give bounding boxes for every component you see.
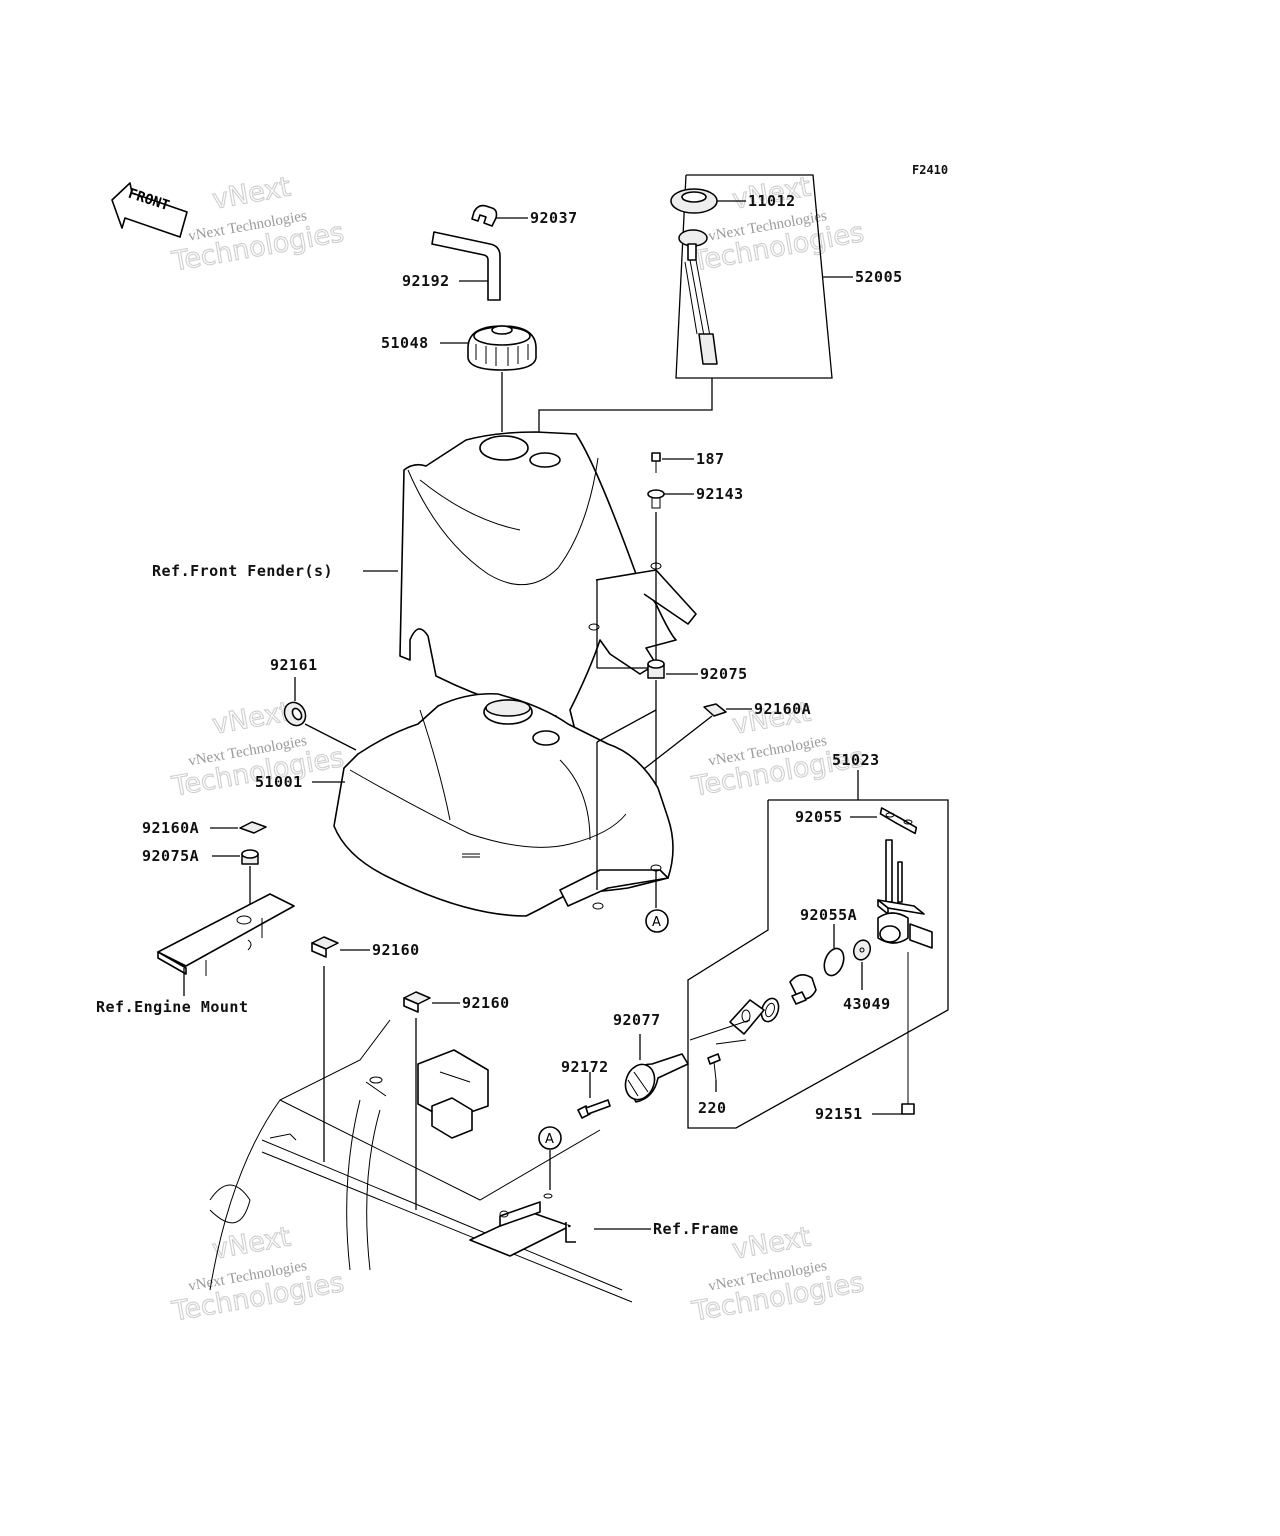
svg-text:vNext: vNext [210, 697, 293, 741]
callout-92172: 92172 [561, 1058, 609, 1076]
callout-92077: 92077 [613, 1011, 661, 1029]
o-ring-92055A [823, 947, 845, 977]
callout-51023: 51023 [832, 751, 880, 769]
callout-92160A-top: 92160A [754, 700, 811, 718]
plate [729, 999, 765, 1035]
pad-92160A-top [703, 703, 727, 717]
fuel-cap-51048 [467, 325, 537, 371]
pad-92160-b [403, 991, 431, 1013]
callout-ref-front-fender: Ref.Front Fender(s) [152, 562, 333, 580]
svg-text:vNext: vNext [730, 1222, 813, 1266]
strainer [789, 974, 817, 1005]
callout-92161: 92161 [270, 656, 318, 674]
svg-text:vNext: vNext [210, 172, 293, 216]
fuel-gauge-52005 [678, 229, 718, 365]
callout-92160-a: 92160 [372, 941, 420, 959]
gasket-92055 [879, 807, 918, 835]
watermark-mid-left: vNext vNext Technologies Technologies [169, 696, 347, 803]
callout-92160A-left: 92160A [142, 819, 199, 837]
callout-92143: 92143 [696, 485, 744, 503]
callout-92075: 92075 [700, 665, 748, 683]
screw-92172 [577, 1099, 611, 1119]
figure-code: F2410 [912, 163, 948, 177]
callout-11012: 11012 [748, 192, 796, 210]
lever-92077 [624, 1053, 689, 1103]
marker-a-tank: A [645, 909, 669, 933]
callout-92192: 92192 [402, 272, 450, 290]
washer-92143 [647, 489, 665, 509]
damper-92075 [647, 659, 665, 679]
fuel-tank-51001 [333, 692, 674, 917]
watermark-bottom-left: vNext vNext Technologies Technologies [169, 1221, 347, 1328]
svg-text:A: A [652, 915, 661, 930]
damper-92075A [241, 849, 259, 865]
callout-ref-engine-mount: Ref.Engine Mount [96, 998, 249, 1016]
breather-hose-92192 [431, 231, 501, 301]
svg-text:A: A [545, 1132, 554, 1147]
pad-92160A-left [239, 821, 267, 834]
callout-92055A: 92055A [800, 906, 857, 924]
screw-92151 [901, 952, 915, 1115]
hose-clip-92037 [471, 204, 498, 227]
fuel-cock-body [877, 839, 933, 949]
engine-mount-bracket [157, 893, 295, 976]
watermark-top-right: vNext vNext Technologies Technologies [689, 171, 867, 278]
screw-220 [707, 1053, 721, 1081]
callout-ref-frame: Ref.Frame [653, 1220, 739, 1238]
callout-92055: 92055 [795, 808, 843, 826]
bolt-187 [651, 452, 661, 473]
grommet-92161 [283, 701, 307, 727]
front-fender [399, 431, 697, 735]
callout-52005: 52005 [855, 268, 903, 286]
callout-92037: 92037 [530, 209, 578, 227]
callout-51048: 51048 [381, 334, 429, 352]
front-arrow-icon: FRONT [111, 182, 188, 238]
callout-187: 187 [696, 450, 725, 468]
callout-92151: 92151 [815, 1105, 863, 1123]
seal-ring [760, 997, 780, 1023]
watermark-top-left: vNext vNext Technologies Technologies [169, 171, 347, 278]
pad-92160-a [311, 936, 339, 958]
callout-43049: 43049 [843, 995, 891, 1013]
svg-text:vNext: vNext [210, 1222, 293, 1266]
callout-220: 220 [698, 1099, 727, 1117]
marker-a-frame: A [538, 1126, 562, 1150]
callout-92160-b: 92160 [462, 994, 510, 1012]
frame [209, 1019, 633, 1303]
gasket-43049 [852, 939, 872, 961]
callout-92075A: 92075A [142, 847, 199, 865]
grommet-11012 [670, 188, 718, 214]
callout-51001: 51001 [255, 773, 303, 791]
